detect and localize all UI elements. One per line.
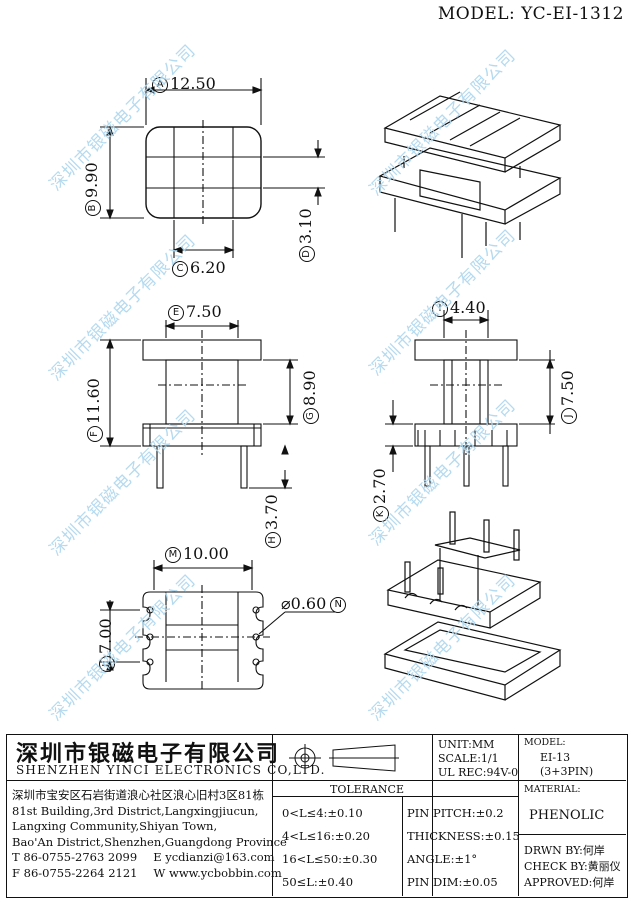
model-title: MODEL: YC-EI-1312 (437, 4, 624, 24)
ul-rec: UL REC:94V-0 (438, 766, 519, 779)
tolerance-row: 50≤L:±0.40 (282, 875, 354, 889)
tolerance-row: THICKNESS:±0.15 (407, 829, 520, 843)
dim-b-label: B9.90 (82, 162, 101, 216)
unit: UNIT:MM (438, 738, 495, 751)
address-block: 深圳市宝安区石岩街道浪心社区浪心旧村3区81栋 81st Building,3r… (12, 788, 287, 881)
tolerance-right: PIN PITCH:±0.2 THICKNESS:±0.15 ANGLE:±1°… (407, 802, 520, 894)
address-en-3: Bao'An District,Shenzhen,Guangdong Provi… (12, 834, 287, 849)
isometric-view-bottom (383, 511, 562, 701)
tolerance-row: 16<L≤50:±0.30 (282, 852, 378, 866)
tolerance-left: 0<L≤4:±0.10 4<L≤16:±0.20 16<L≤50:±0.30 5… (282, 802, 377, 894)
model-label: MODEL: (524, 737, 566, 748)
address-en-1: 81st Building,3rd District,Langxingjiucu… (12, 803, 259, 818)
address-cn: 深圳市宝安区石岩街道浪心社区浪心旧村3区81栋 (12, 788, 264, 802)
check-by: CHECK BY:黄丽仪 (524, 860, 621, 873)
tolerance-row: 0<L≤4:±0.10 (282, 806, 363, 820)
tolerance-row: 4<L≤16:±0.20 (282, 829, 370, 843)
approved-by: APPROVED:何岸 (524, 876, 615, 889)
drawn-by: DRWN BY:何岸 (524, 844, 605, 857)
title-block-frame (6, 734, 628, 898)
model-value: EI-13 (540, 751, 571, 764)
web: W www.ycbobbin.com (153, 865, 282, 880)
company-name-en: SHENZHEN YINCI ELECTRONICS CO,LTD. (16, 763, 326, 777)
email: E ycdianzi@163.com (153, 850, 275, 864)
front-view-drawing (100, 320, 298, 490)
dim-h-label: H3.70 (262, 494, 281, 548)
projection-symbol-icon (289, 744, 399, 772)
isometric-view-top (378, 91, 562, 258)
fax: F 86-0755-2264 2121 (12, 865, 138, 880)
scale: SCALE:1/1 (438, 752, 499, 765)
material-label: MATERIAL: (524, 784, 581, 795)
bottom-view-drawing (100, 560, 335, 690)
model-pins: (3+3PIN) (540, 765, 594, 778)
tolerance-row: PIN PITCH:±0.2 (407, 806, 504, 820)
tolerance-title: TOLERANCE (330, 783, 404, 796)
title-block: 深圳市银磁电子有限公司 SHENZHEN YINCI ELECTRONICS C… (0, 734, 634, 900)
dim-d-label: D3.10 (296, 208, 315, 262)
tolerance-row: ANGLE:±1° (407, 852, 478, 866)
tel: T 86-0755-2763 2099 (12, 850, 138, 864)
dim-g-label: G8.90 (300, 370, 319, 424)
technical-drawing (100, 78, 562, 701)
company-name-cn: 深圳市银磁电子有限公司 (16, 742, 281, 767)
dim-f-label: F11.60 (84, 378, 103, 442)
address-en-2: Langxing Community,Shiyan Town, (12, 819, 218, 833)
dim-j-label: J7.50 (558, 370, 577, 424)
tolerance-row: PIN DIM:±0.05 (407, 875, 498, 889)
material-value: PHENOLIC (529, 808, 605, 823)
